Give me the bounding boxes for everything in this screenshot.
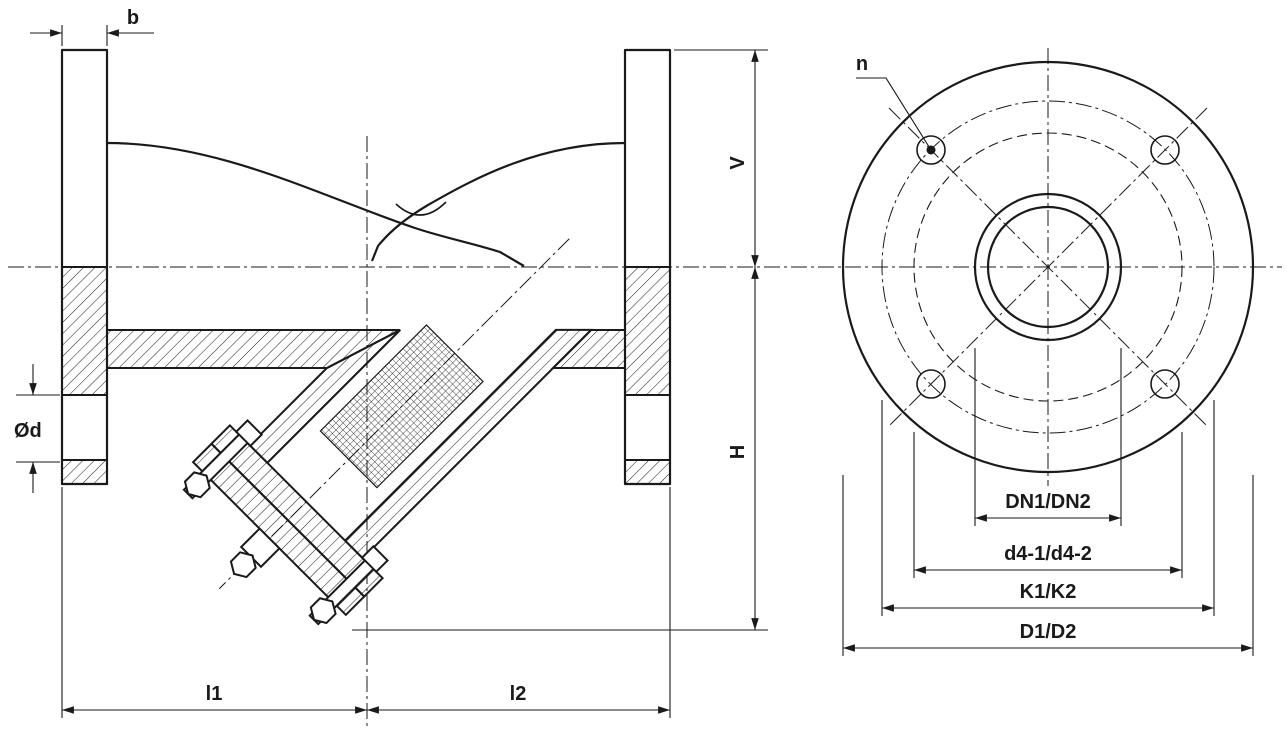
bolt-hole-top-left <box>916 135 946 165</box>
strainer-pocket <box>182 238 594 626</box>
bore-circle-inner <box>986 205 1110 329</box>
bolt-hole-bottom-left <box>916 369 946 399</box>
dimension-dn: DN1/DN2 <box>974 348 1122 526</box>
dimension-k-label: K1/K2 <box>1020 581 1077 603</box>
dimension-d4-label: d4-1/d4-2 <box>1004 543 1092 565</box>
dimension-l1-l2: l1 l2 <box>61 487 671 718</box>
right-flange-section-lower <box>624 459 671 485</box>
pocket-axis-centerline <box>218 238 570 590</box>
dimension-v: V <box>674 49 768 267</box>
dimension-l1-label: l1 <box>206 683 223 705</box>
dimension-b-label: b <box>127 7 139 29</box>
dimension-l2-label: l2 <box>510 683 527 705</box>
cover-bolt-nut-bottom <box>183 471 211 499</box>
front-flange-view <box>841 60 1255 474</box>
bolt-circle-K <box>881 100 1215 434</box>
dimension-b: b <box>30 7 154 46</box>
body-top-outline-right <box>370 141 626 262</box>
junction-arc <box>395 201 447 216</box>
left-flange-section-lower <box>61 459 108 485</box>
dimension-d: D1/D2 <box>842 475 1254 656</box>
dimension-od-label: Ød <box>14 420 42 442</box>
body-top-outline-left <box>106 141 525 267</box>
dimension-d-label: D1/D2 <box>1020 621 1077 643</box>
cover-bolt-head-top <box>360 544 389 574</box>
callout-n-label: n <box>856 53 868 75</box>
right-flange-section-upper <box>624 266 671 396</box>
dimension-v-label: V <box>727 156 749 170</box>
raised-face-circle-d4 <box>913 132 1183 402</box>
cover-bolt-head-bottom <box>234 419 264 448</box>
dimension-od: Ød <box>14 364 60 493</box>
side-section-view <box>60 48 672 626</box>
cover-bolt-nut-top <box>309 597 337 625</box>
bolt-hole-top-right <box>1150 135 1180 165</box>
left-flange-section-upper <box>61 266 108 396</box>
drain-plug-hex-head <box>229 551 257 579</box>
callout-n: n <box>856 53 932 151</box>
dimensions: b V H Ød l1 l2 <box>14 7 1254 718</box>
bore-circle-outer <box>973 192 1123 342</box>
dimension-dn-label: DN1/DN2 <box>1005 491 1091 513</box>
dimension-k: K1/K2 <box>881 400 1215 616</box>
flange-outer-circle-D <box>841 60 1255 474</box>
dimension-h-label: H <box>727 445 749 459</box>
dimension-h: H <box>352 267 768 631</box>
diagonal-centerline-2 <box>888 107 1208 427</box>
dimension-d4: d4-1/d4-2 <box>913 432 1183 578</box>
bolt-hole-bottom-right <box>1150 369 1180 399</box>
